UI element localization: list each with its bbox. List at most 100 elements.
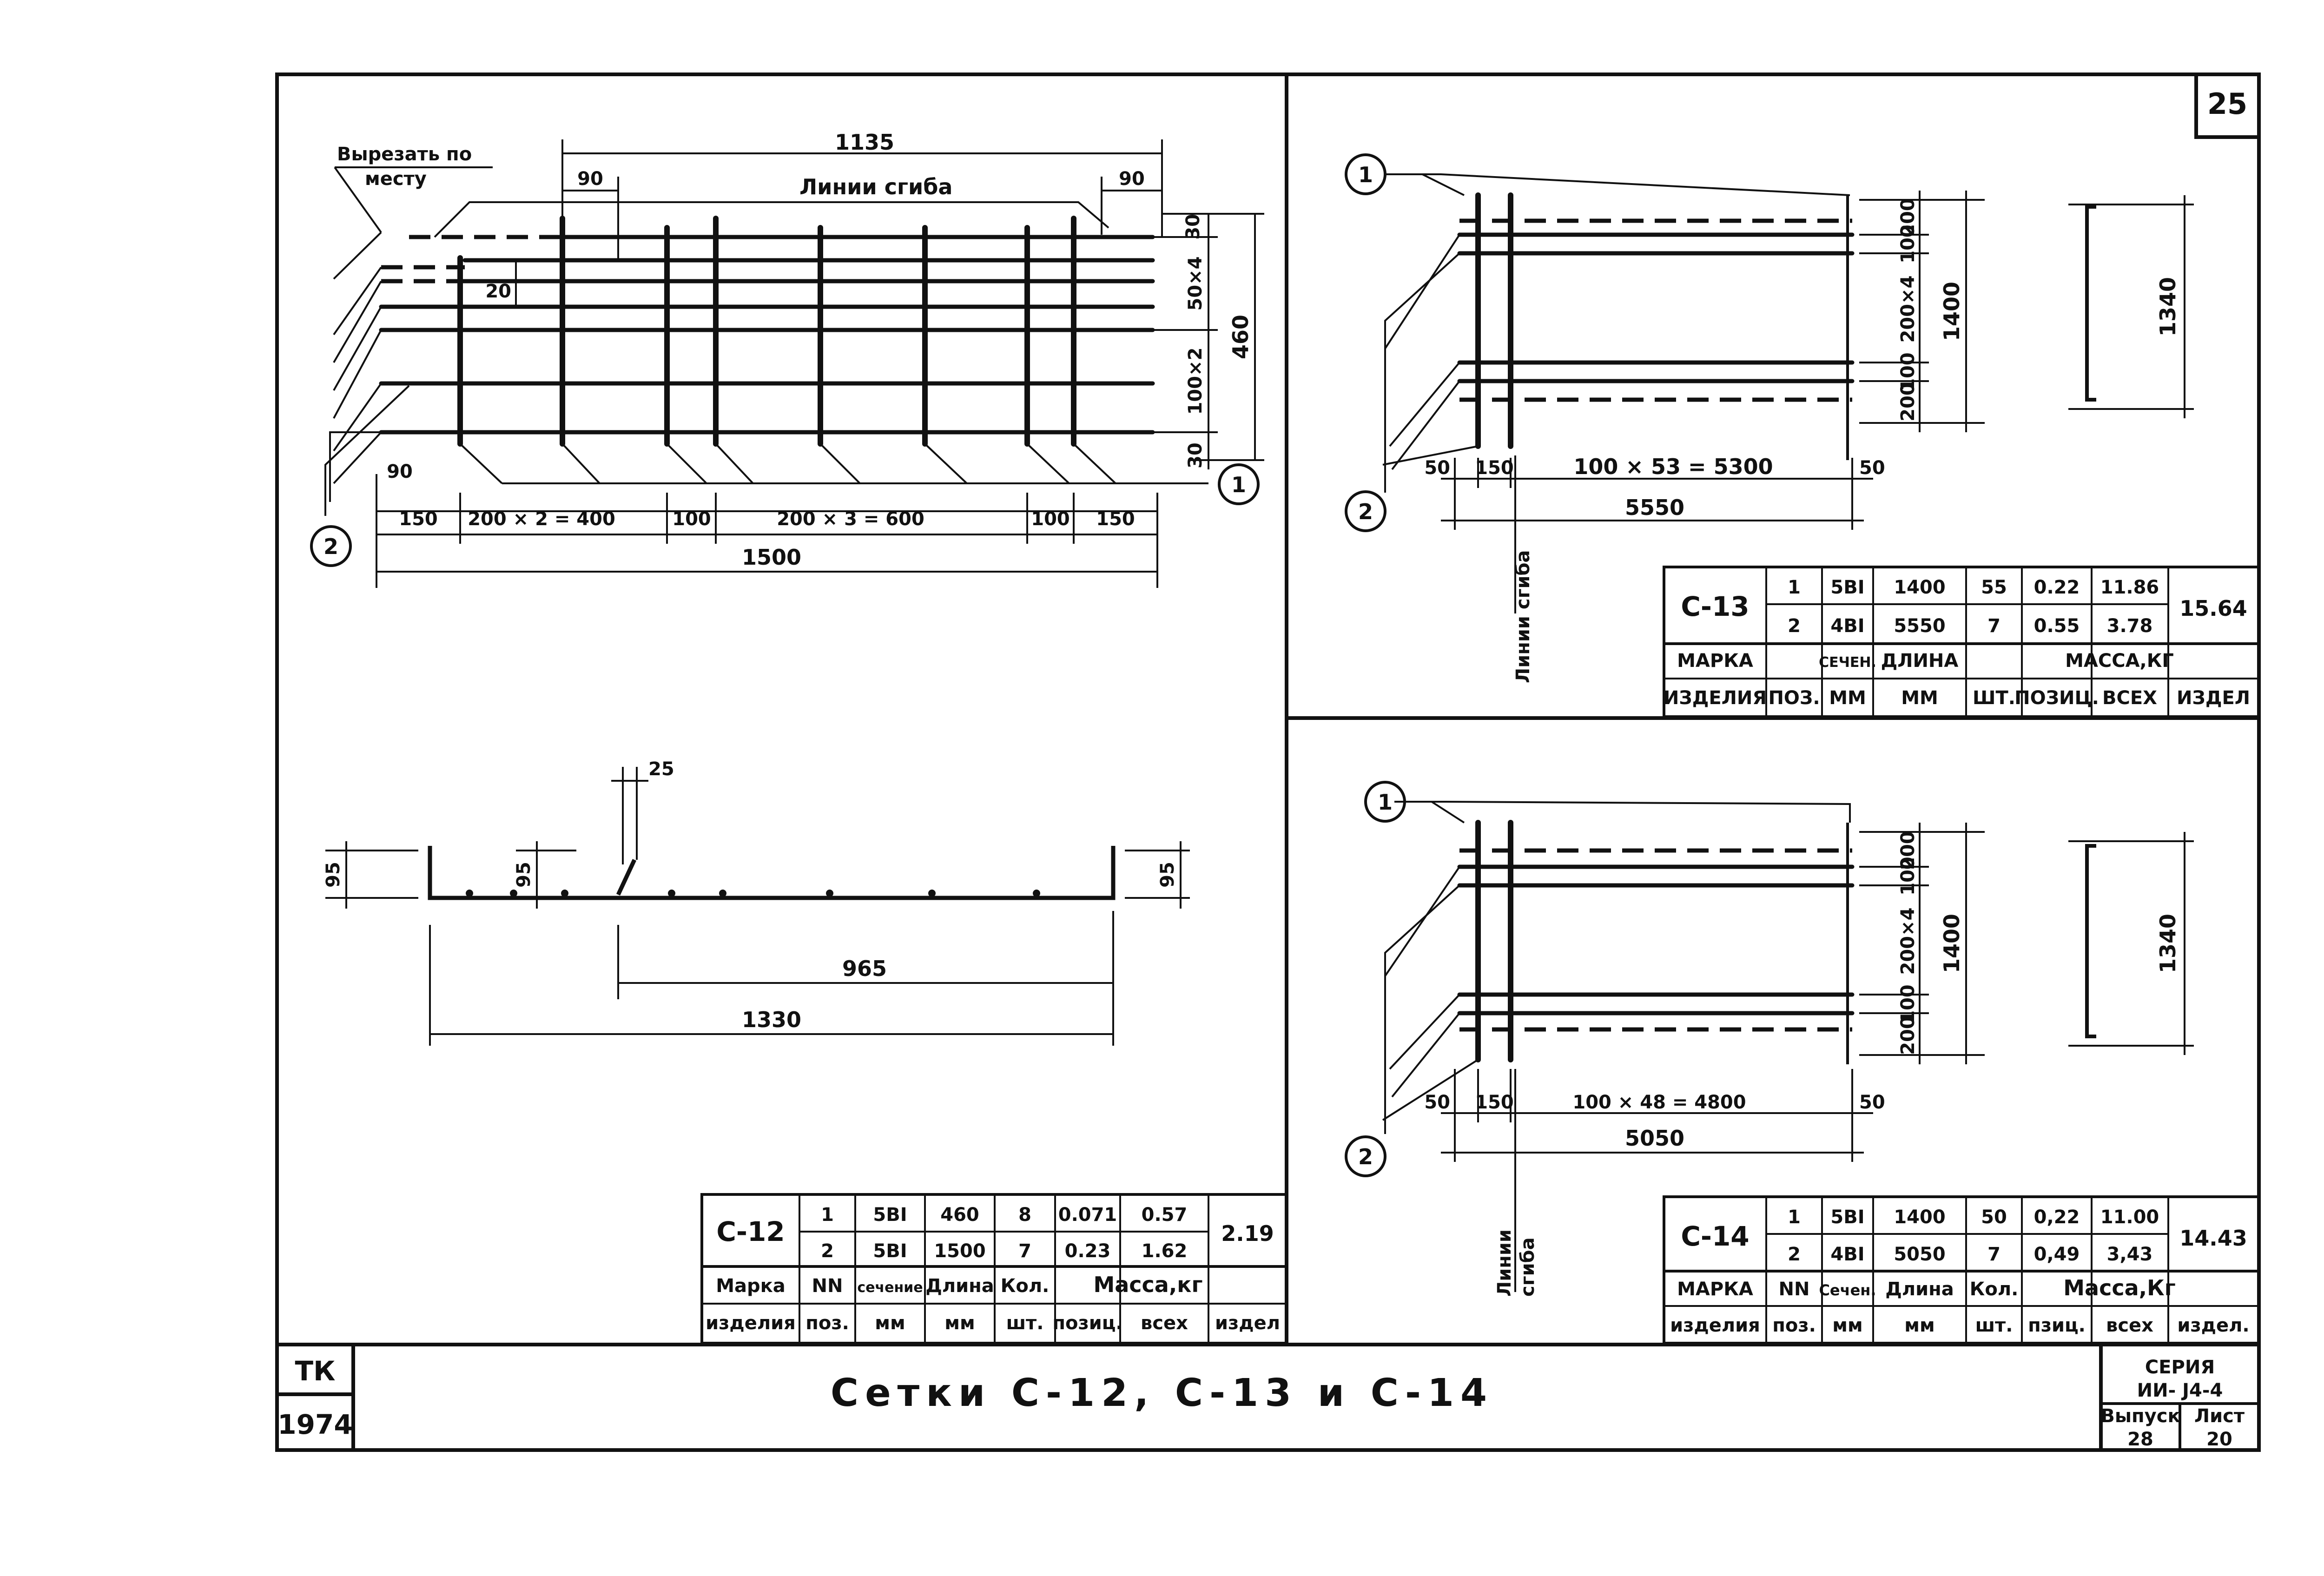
c13-dim-100-bottom: 100 [1897, 352, 1919, 391]
c14-section-dim-1340: 1340 [2155, 914, 2180, 973]
c12-r1-len: 460 [940, 1204, 979, 1226]
c12-r2-len: 1500 [934, 1240, 985, 1262]
c12-r2-qty: 7 [1018, 1240, 1031, 1262]
c14-h-len: Длина [1885, 1279, 1954, 1300]
c12-section-dim-95-right: 95 [1157, 862, 1178, 888]
c14-spec-table [1663, 1195, 2260, 1345]
c12-pos-1-marker: 1 [1231, 472, 1246, 497]
c14-r1-pos: 1 [1788, 1207, 1801, 1228]
c12-section-dim-95-mid: 95 [513, 862, 535, 888]
c12-section-dim-95-left: 95 [323, 862, 344, 888]
c13-h2-mm2: ММ [1901, 687, 1938, 709]
c12-h2-pos: поз. [805, 1312, 849, 1334]
c14-dim-100-top: 100 [1897, 857, 1919, 896]
c13-h-len: ДЛИНА [1881, 650, 1959, 672]
c14-dim-200x4: 200×4 [1897, 908, 1919, 975]
c14-r2-sec: 4ВI [1830, 1244, 1864, 1265]
c12-h2-pozic: позиц. [1052, 1312, 1122, 1334]
c13-h2-vseh: ВСЕХ [2102, 687, 2157, 709]
c12-dim-100-a: 100 [672, 508, 711, 530]
org-code: ТК [295, 1355, 336, 1387]
c14-dim-1400: 1400 [1939, 914, 1964, 973]
c13-spec-table [1663, 566, 2260, 718]
c14-h2-sht: шт. [1975, 1315, 2013, 1336]
c12-dim-200x3: 200 × 3 = 600 [777, 508, 924, 530]
c14-h2-mm2: мм [1904, 1315, 1934, 1336]
c12-h2-mm1: мм [875, 1312, 905, 1334]
c13-r1-mass-all: 11.86 [2100, 577, 2159, 598]
c13-pos-2-marker: 2 [1358, 499, 1373, 524]
c13-h2-izd: ИЗДЕЛИЯ [1664, 687, 1767, 709]
c12-section-dim-1330: 1330 [742, 1007, 801, 1032]
c12-dim-90-bottom: 90 [387, 461, 413, 482]
c12-section-dim-25: 25 [648, 758, 674, 780]
c13-r1-pos: 1 [1788, 577, 1801, 598]
c13-dim-200-top: 200 [1897, 198, 1919, 237]
c14-h-mass: Масса,Кг [2063, 1275, 2176, 1300]
c12-dim-200x2: 200 × 2 = 400 [468, 508, 615, 530]
c14-h-mark: МАРКА [1677, 1279, 1753, 1300]
c14-r1-mass-pos: 0,22 [2034, 1207, 2080, 1228]
c12-cut-note-2: месту [365, 168, 427, 190]
c14-h2-izd: изделия [1670, 1315, 1760, 1336]
c13-dim-200x4: 200×4 [1897, 276, 1919, 343]
c12-dim-1135: 1135 [835, 130, 894, 155]
c14-total: 14.43 [2179, 1226, 2247, 1251]
c14-r1-mass-all: 11.00 [2100, 1207, 2159, 1228]
c14-dim-100-bottom: 100 [1897, 984, 1919, 1023]
c12-section-dim-965: 965 [842, 956, 887, 981]
c13-r2-sec: 4ВI [1830, 615, 1864, 637]
c12-dim-460: 460 [1228, 315, 1253, 359]
c12-mesh-plan [310, 139, 1264, 588]
c14-bend-label-2: сгиба [1517, 1237, 1538, 1297]
sheet-title: Сетки С-12, С-13 и С-14 [831, 1371, 1493, 1415]
c13-h2-sht: ШТ. [1973, 687, 2015, 709]
c14-h2-vseh: всех [2106, 1315, 2153, 1336]
c14-r1-len: 1400 [1894, 1207, 1945, 1228]
c14-dim-5050: 5050 [1625, 1126, 1684, 1151]
list-value: 20 [2206, 1429, 2232, 1450]
c14-dim-chain: 100 × 48 = 4800 [1572, 1092, 1746, 1113]
c14-r2-pos: 2 [1788, 1244, 1801, 1265]
c12-total: 2.19 [1221, 1221, 1274, 1246]
c13-table-mark: С-13 [1681, 591, 1749, 622]
c14-h-sec: Сечен. [1819, 1281, 1876, 1299]
c13-dim-100-top: 100 [1897, 224, 1919, 264]
c12-h-mark: Марка [716, 1275, 786, 1297]
c14-h2-pos: поз. [1772, 1315, 1816, 1336]
c14-dim-200-bottom: 200 [1897, 1016, 1919, 1055]
c13-r1-qty: 55 [1981, 577, 2007, 598]
c13-h-mass: МАССА,КГ [2065, 650, 2174, 672]
c13-dim-200-bottom: 200 [1897, 382, 1919, 422]
c13-r2-len: 5550 [1894, 615, 1945, 637]
c12-dim-20: 20 [485, 281, 511, 302]
c13-section-dim-1340: 1340 [2155, 277, 2180, 336]
c12-dim-90-left: 90 [577, 168, 603, 190]
c13-h2-mm1: ММ [1829, 687, 1866, 709]
c12-h-len: Длина [925, 1275, 994, 1297]
c14-r1-sec: 5ВI [1830, 1207, 1864, 1228]
c13-h-mark: МАРКА [1677, 650, 1753, 672]
c13-dim-50-left: 50 [1424, 457, 1450, 479]
c13-dim-150: 150 [1475, 457, 1514, 479]
c13-h-sec: СЕЧЕН. [1819, 654, 1876, 671]
c12-r1-pos: 1 [821, 1204, 834, 1226]
c12-r1-mass-pos: 0.071 [1058, 1204, 1117, 1226]
c14-bend-label-1: Линии [1494, 1229, 1515, 1297]
c12-dim-100x2: 100×2 [1185, 348, 1206, 415]
c12-bent-section [325, 767, 1190, 1046]
c12-spec-table [700, 1193, 1288, 1345]
c12-h2-sht: шт. [1006, 1312, 1044, 1334]
c14-h-qty: Кол. [1970, 1279, 2019, 1300]
c12-h-qty: Кол. [1001, 1275, 1050, 1297]
c12-table-mark: С-12 [716, 1216, 785, 1247]
c13-h2-pos: ПОЗ. [1768, 687, 1820, 709]
c12-r1-qty: 8 [1018, 1204, 1031, 1226]
c13-dim-50-right: 50 [1859, 457, 1885, 479]
c13-r1-sec: 5ВI [1830, 577, 1864, 598]
c14-pos-1-marker: 1 [1378, 790, 1393, 815]
c12-pos-2-marker: 2 [324, 534, 338, 559]
c14-dim-200-top: 200 [1897, 831, 1919, 870]
c13-pos-1-marker: 1 [1358, 162, 1373, 187]
